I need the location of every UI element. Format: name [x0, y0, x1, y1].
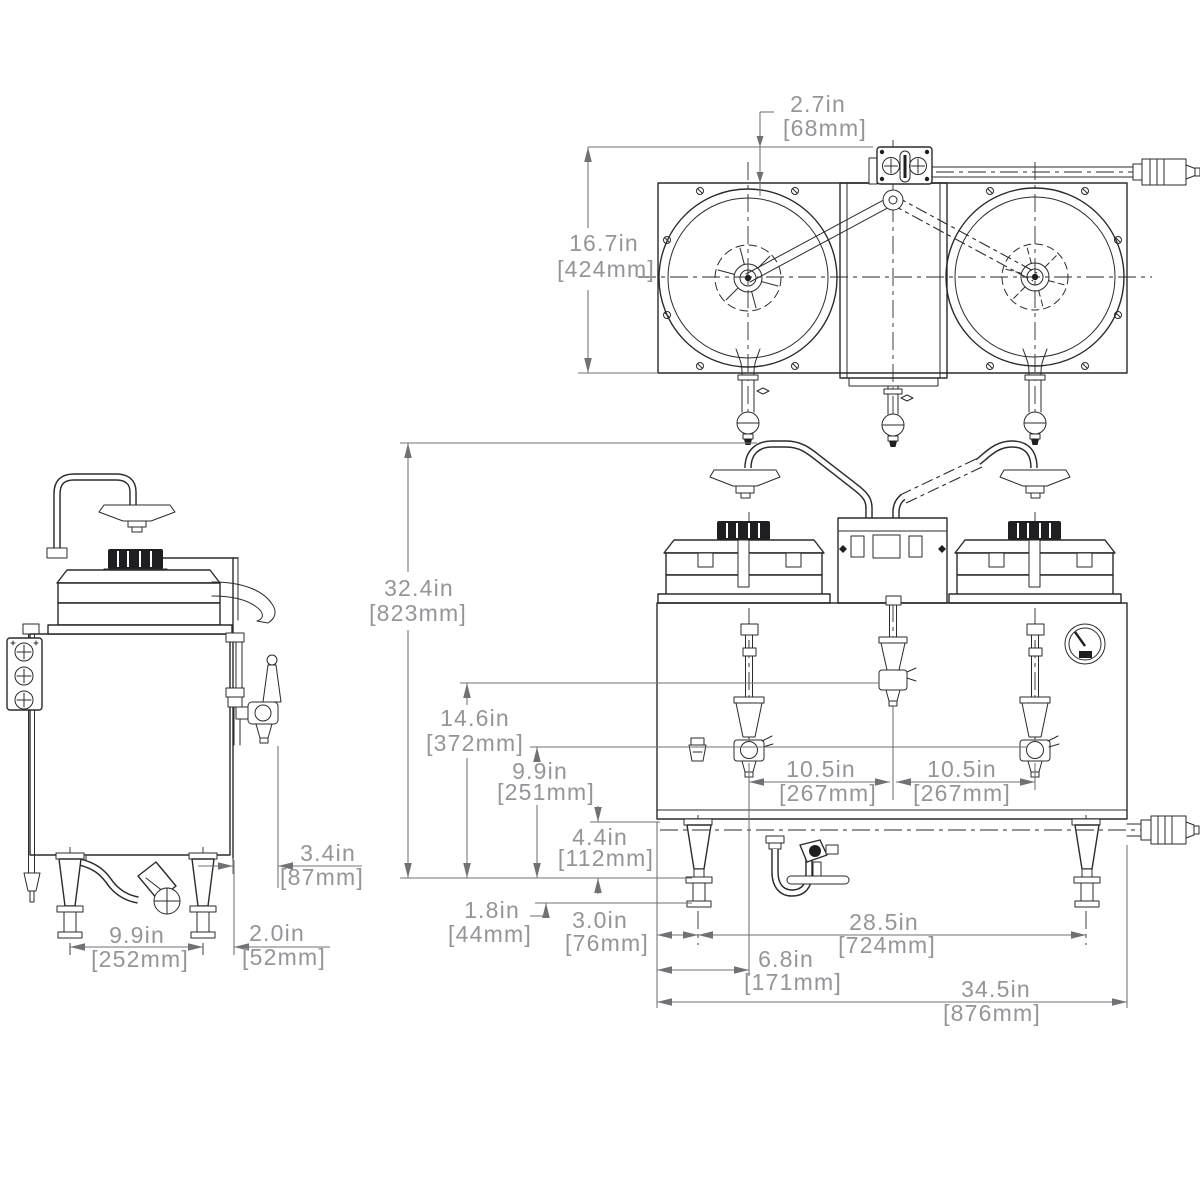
- svg-text:1.8in: 1.8in: [464, 897, 520, 923]
- dim-leg-height: 4.4in [112mm]: [558, 806, 654, 894]
- pour-spout-side: [211, 581, 276, 624]
- svg-text:[372mm]: [372mm]: [426, 730, 524, 756]
- svg-text:9.9in: 9.9in: [109, 922, 165, 948]
- svg-text:[76mm]: [76mm]: [565, 930, 649, 956]
- dim-foot-adjustment: 1.8in [44mm]: [448, 897, 550, 947]
- spray-arm-right-top: [890, 195, 1038, 282]
- svg-text:6.8in: 6.8in: [758, 946, 814, 972]
- right-lid-knob: [1003, 521, 1066, 541]
- cabinet-body-front: [656, 602, 1128, 820]
- svg-text:[876mm]: [876mm]: [943, 1000, 1041, 1026]
- svg-text:34.5in: 34.5in: [961, 976, 1031, 1002]
- top-view: [638, 140, 1200, 450]
- center-faucet-top: [881, 385, 914, 447]
- left-gauge-faucet: [733, 623, 774, 778]
- svg-text:9.9in: 9.9in: [512, 758, 568, 784]
- spray-pipe-left: [744, 440, 873, 520]
- front-left-leg: [683, 818, 713, 908]
- spray-head-left: [709, 469, 781, 499]
- svg-text:[87mm]: [87mm]: [280, 864, 364, 890]
- lid-knob-side: [103, 549, 168, 570]
- svg-text:[252mm]: [252mm]: [91, 946, 189, 972]
- arm-pivot: [882, 189, 904, 211]
- dim-text: [68mm]: [783, 115, 867, 141]
- dim-faucet-spacing-left: 10.5in [267mm]: [749, 756, 890, 806]
- right-gauge-faucet: [1019, 623, 1060, 778]
- svg-text:16.7in: 16.7in: [569, 230, 639, 256]
- petcock-front: [688, 737, 707, 762]
- power-cord-front: [1126, 815, 1200, 845]
- svg-text:32.4in: 32.4in: [384, 575, 454, 601]
- sight-gauge-side: [225, 632, 245, 746]
- svg-text:[424mm]: [424mm]: [557, 256, 655, 282]
- top-plate-outline: [657, 182, 1128, 374]
- dim-leg-offset-side: 2.0in [52mm]: [234, 920, 330, 970]
- left-lid-knob: [712, 521, 775, 541]
- dim-faucet-spacing-right: 10.5in [267mm]: [896, 756, 1035, 806]
- dim-lid-offset-depth: 2.7in [68mm]: [756, 91, 867, 196]
- svg-text:[724mm]: [724mm]: [838, 932, 936, 958]
- svg-text:[251mm]: [251mm]: [497, 779, 595, 805]
- svg-text:3.4in: 3.4in: [300, 840, 356, 866]
- svg-text:[44mm]: [44mm]: [448, 921, 532, 947]
- svg-text:[171mm]: [171mm]: [744, 969, 842, 995]
- dim-leg-span-front: 28.5in [724mm]: [698, 909, 1086, 958]
- dim-center-faucet-height: 14.6in [372mm]: [426, 683, 524, 878]
- dim-leg-inset-front: 3.0in [76mm]: [565, 907, 698, 956]
- lid-side: [47, 549, 233, 635]
- svg-text:[823mm]: [823mm]: [369, 600, 467, 626]
- left-tank-top: [658, 188, 838, 368]
- power-cord-top: [931, 158, 1200, 186]
- side-view: [6, 473, 282, 955]
- dim-leg-span-side: 9.9in [252mm]: [70, 922, 203, 972]
- svg-text:28.5in: 28.5in: [849, 909, 919, 935]
- dim-text: 2.7in: [790, 91, 846, 117]
- right-faucet-top: [1022, 348, 1048, 445]
- spray-arm-left-top: [745, 195, 896, 283]
- center-housing-top: [839, 182, 948, 387]
- right-lid-front: [948, 521, 1122, 604]
- dim-overall-width: 34.5in [876mm]: [657, 976, 1127, 1026]
- front-right-leg: [1071, 818, 1101, 908]
- junction-box-top: [868, 146, 933, 185]
- left-lid-front: [657, 521, 831, 604]
- gooseneck-pipe: [46, 473, 176, 559]
- spray-pipe-right: [892, 440, 1038, 520]
- center-faucet-front: [878, 595, 917, 707]
- dim-side-faucet-height: 9.9in [251mm]: [497, 747, 595, 878]
- dimensions: 2.7in [68mm] 16.7in [424mm] 32.4in [823m…: [70, 91, 1128, 1026]
- dim-overall-depth: 16.7in [424mm]: [557, 147, 655, 373]
- svg-text:3.0in: 3.0in: [572, 907, 628, 933]
- side-back-leg: [188, 852, 218, 939]
- svg-text:[52mm]: [52mm]: [242, 944, 326, 970]
- dim-faucet-offset: 6.8in [171mm]: [657, 946, 842, 995]
- left-faucet-top: [735, 348, 770, 445]
- plate-screws: [663, 187, 1122, 370]
- svg-text:10.5in: 10.5in: [786, 756, 856, 782]
- svg-text:[112mm]: [112mm]: [558, 845, 654, 871]
- svg-text:2.0in: 2.0in: [249, 920, 305, 946]
- spray-head-right: [999, 469, 1071, 499]
- svg-text:[267mm]: [267mm]: [779, 780, 877, 806]
- temperature-gauge: [1064, 623, 1106, 665]
- svg-text:10.5in: 10.5in: [927, 756, 997, 782]
- right-tank-top: [945, 187, 1125, 367]
- junction-box-side: [6, 637, 43, 711]
- svg-text:14.6in: 14.6in: [440, 705, 510, 731]
- control-housing-front: [837, 517, 948, 604]
- front-view: [460, 440, 1200, 945]
- svg-text:4.4in: 4.4in: [572, 824, 628, 850]
- cabinet-body-side: [29, 633, 231, 856]
- svg-text:[267mm]: [267mm]: [913, 780, 1011, 806]
- dim-faucet-projection-side: 3.4in [87mm]: [198, 840, 364, 890]
- inlet-trap-assembly: [765, 835, 850, 897]
- dim-overall-height: 32.4in [823mm]: [369, 443, 467, 878]
- faucet-side: [235, 654, 282, 744]
- side-front-leg: [55, 852, 85, 939]
- drain-assembly-side: [69, 854, 181, 915]
